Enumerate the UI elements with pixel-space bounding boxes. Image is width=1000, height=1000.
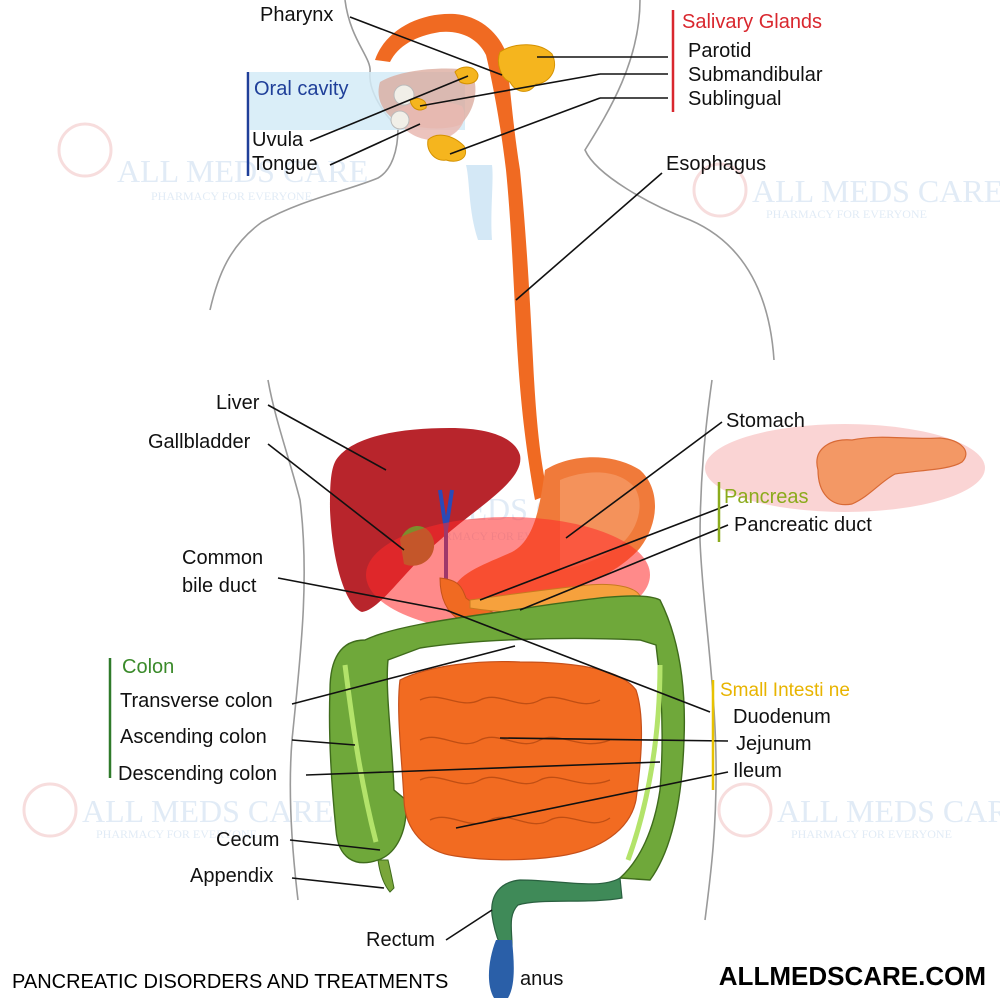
appendix-shape xyxy=(377,859,395,893)
label-parotid: Parotid xyxy=(688,40,751,62)
label-cecum: Cecum xyxy=(216,829,279,851)
body-outline xyxy=(209,0,775,921)
label-duodenum: Duodenum xyxy=(733,706,831,728)
label-descending-colon: Descending colon xyxy=(118,763,277,785)
label-jejunum: Jejunum xyxy=(736,733,812,755)
sublingual-gland xyxy=(427,134,466,162)
watermark-text: ALL MEDS CARE xyxy=(777,793,1000,829)
label-rectum: Rectum xyxy=(366,929,435,951)
leader-lines xyxy=(267,16,729,941)
label-uvula: Uvula xyxy=(252,129,304,151)
watermark-text: ALL MEDS CARE xyxy=(752,173,1000,209)
esophagus-shape xyxy=(375,13,548,500)
footer-site: ALLMEDSCARE.COM xyxy=(719,961,986,991)
watermark-text: ALL MEDS CARE xyxy=(117,153,368,189)
label-appendix: Appendix xyxy=(190,865,273,887)
label-gallbladder: Gallbladder xyxy=(148,431,251,453)
label-salivary-glands: Salivary Glands xyxy=(682,11,822,33)
label-oral-cavity: Oral cavity xyxy=(254,78,348,100)
pancreas-illustration xyxy=(816,436,967,506)
watermark-tagline: PHARMACY FOR EVERYONE xyxy=(151,189,312,203)
label-transverse-colon: Transverse colon xyxy=(120,690,273,712)
label-sublingual: Sublingual xyxy=(688,88,781,110)
label-ileum: Ileum xyxy=(733,760,782,782)
label-stomach: Stomach xyxy=(726,410,805,432)
watermark-tagline: PHARMACY FOR EVERYONE xyxy=(96,827,257,841)
label-tongue: Tongue xyxy=(252,153,318,175)
small-intestine-shape xyxy=(398,660,643,861)
label-common-bile-duct-line2: bile duct xyxy=(182,575,257,597)
watermark-tagline: PHARMACY FOR EVERYONE xyxy=(791,827,952,841)
label-small-intestine: Small Intesti ne xyxy=(720,680,850,701)
tongue xyxy=(395,101,465,141)
label-esophagus: Esophagus xyxy=(666,153,766,175)
label-ascending-colon: Ascending colon xyxy=(120,726,267,748)
footer-caption: PANCREATIC DISORDERS AND TREATMENTS xyxy=(12,971,448,993)
teeth xyxy=(390,110,410,130)
colon-shape xyxy=(328,595,686,998)
label-colon: Colon xyxy=(122,656,174,678)
trachea xyxy=(466,165,493,240)
label-pharynx: Pharynx xyxy=(260,4,333,26)
label-pancreas: Pancreas xyxy=(724,486,809,508)
label-liver: Liver xyxy=(216,392,260,414)
sublingual-gland-small xyxy=(409,97,427,111)
label-submandibular: Submandibular xyxy=(688,64,823,86)
rectum-anus-shape xyxy=(488,940,514,998)
label-common-bile-duct-line1: Common xyxy=(182,547,263,569)
watermark-tagline: PHARMACY FOR EVERYONE xyxy=(766,207,927,221)
label-anus: anus xyxy=(520,968,563,990)
labels: Pharynx Salivary Glands Parotid Submandi… xyxy=(118,4,872,990)
pancreas-inset xyxy=(705,424,985,512)
label-pancreatic-duct: Pancreatic duct xyxy=(734,514,872,536)
watermark-text: ALL MEDS CARE xyxy=(82,793,333,829)
